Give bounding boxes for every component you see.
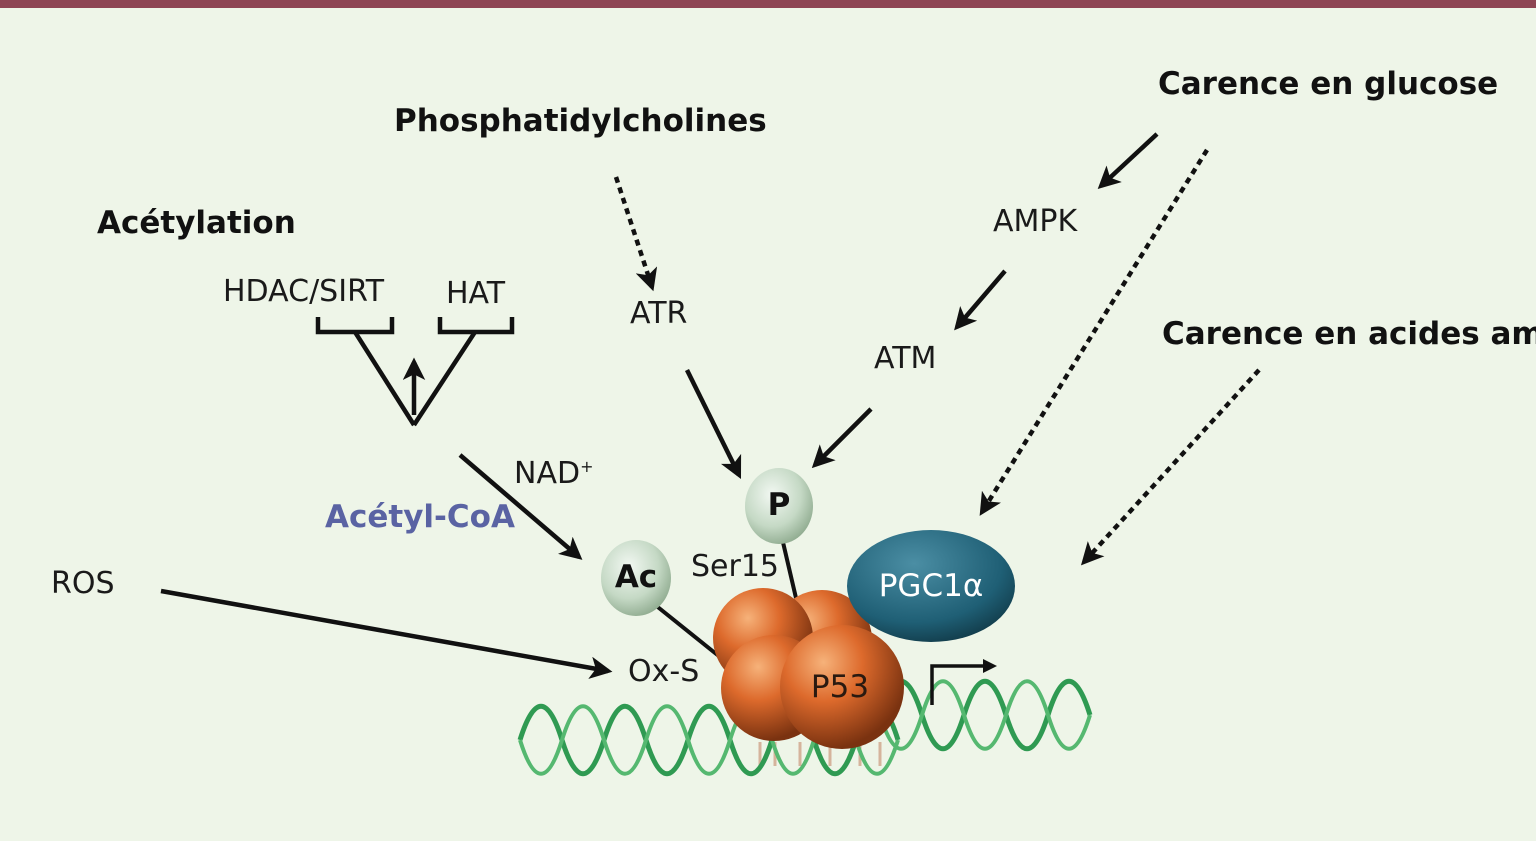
p-label: P — [768, 487, 791, 523]
acetylation-label: Acétylation — [97, 205, 296, 241]
p53-complex — [713, 588, 904, 749]
arrow-ros-oxs — [160, 588, 613, 679]
arrow-atm-p — [811, 407, 873, 469]
ros-label: ROS — [51, 566, 115, 601]
nad-superscript: + — [580, 457, 593, 476]
ac-label: Ac — [615, 559, 657, 595]
ser15-label: Ser15 — [691, 549, 779, 584]
arrow-glucose-pgc1a — [979, 148, 1209, 516]
carence-acides-label: Carence en acides aminés — [1162, 316, 1536, 352]
arrow-aminoacids-p53 — [1080, 368, 1261, 566]
ac-stalk — [652, 602, 722, 659]
arrow-acetylcoa-ac — [458, 453, 583, 560]
top-bar — [0, 0, 1536, 8]
nad-label: NAD+ — [514, 456, 593, 491]
phosphate-ball — [745, 468, 813, 544]
oxs-label: Ox-S — [628, 654, 699, 689]
acetylation-balance — [315, 317, 515, 427]
acetyl-ball — [601, 540, 671, 616]
transcription-start-arrow — [930, 659, 997, 705]
hat-label: HAT — [446, 276, 506, 311]
atr-label: ATR — [630, 296, 687, 331]
pgc1a-label: PGC1α — [879, 568, 984, 604]
dna-helix — [517, 679, 1093, 776]
arrow-glucose-ampk — [1097, 132, 1159, 190]
pgc1a-protein — [847, 530, 1015, 642]
nad-text: NAD — [514, 456, 580, 491]
p53-label: P53 — [811, 669, 869, 705]
carence-glucose-label: Carence en glucose — [1158, 66, 1498, 102]
hdac-sirt-label: HDAC/SIRT — [223, 274, 385, 309]
atm-label: ATM — [874, 341, 936, 376]
phosphatidylcholines-label: Phosphatidylcholines — [394, 103, 767, 139]
arrow-atr-p — [684, 369, 742, 480]
acetyl-coa-label: Acétyl-CoA — [325, 499, 515, 535]
p-stalk — [780, 537, 798, 599]
arrow-ampk-atm — [954, 269, 1007, 331]
arrow-phosphatidylcholines-atr — [613, 176, 658, 292]
ampk-label: AMPK — [993, 204, 1078, 239]
